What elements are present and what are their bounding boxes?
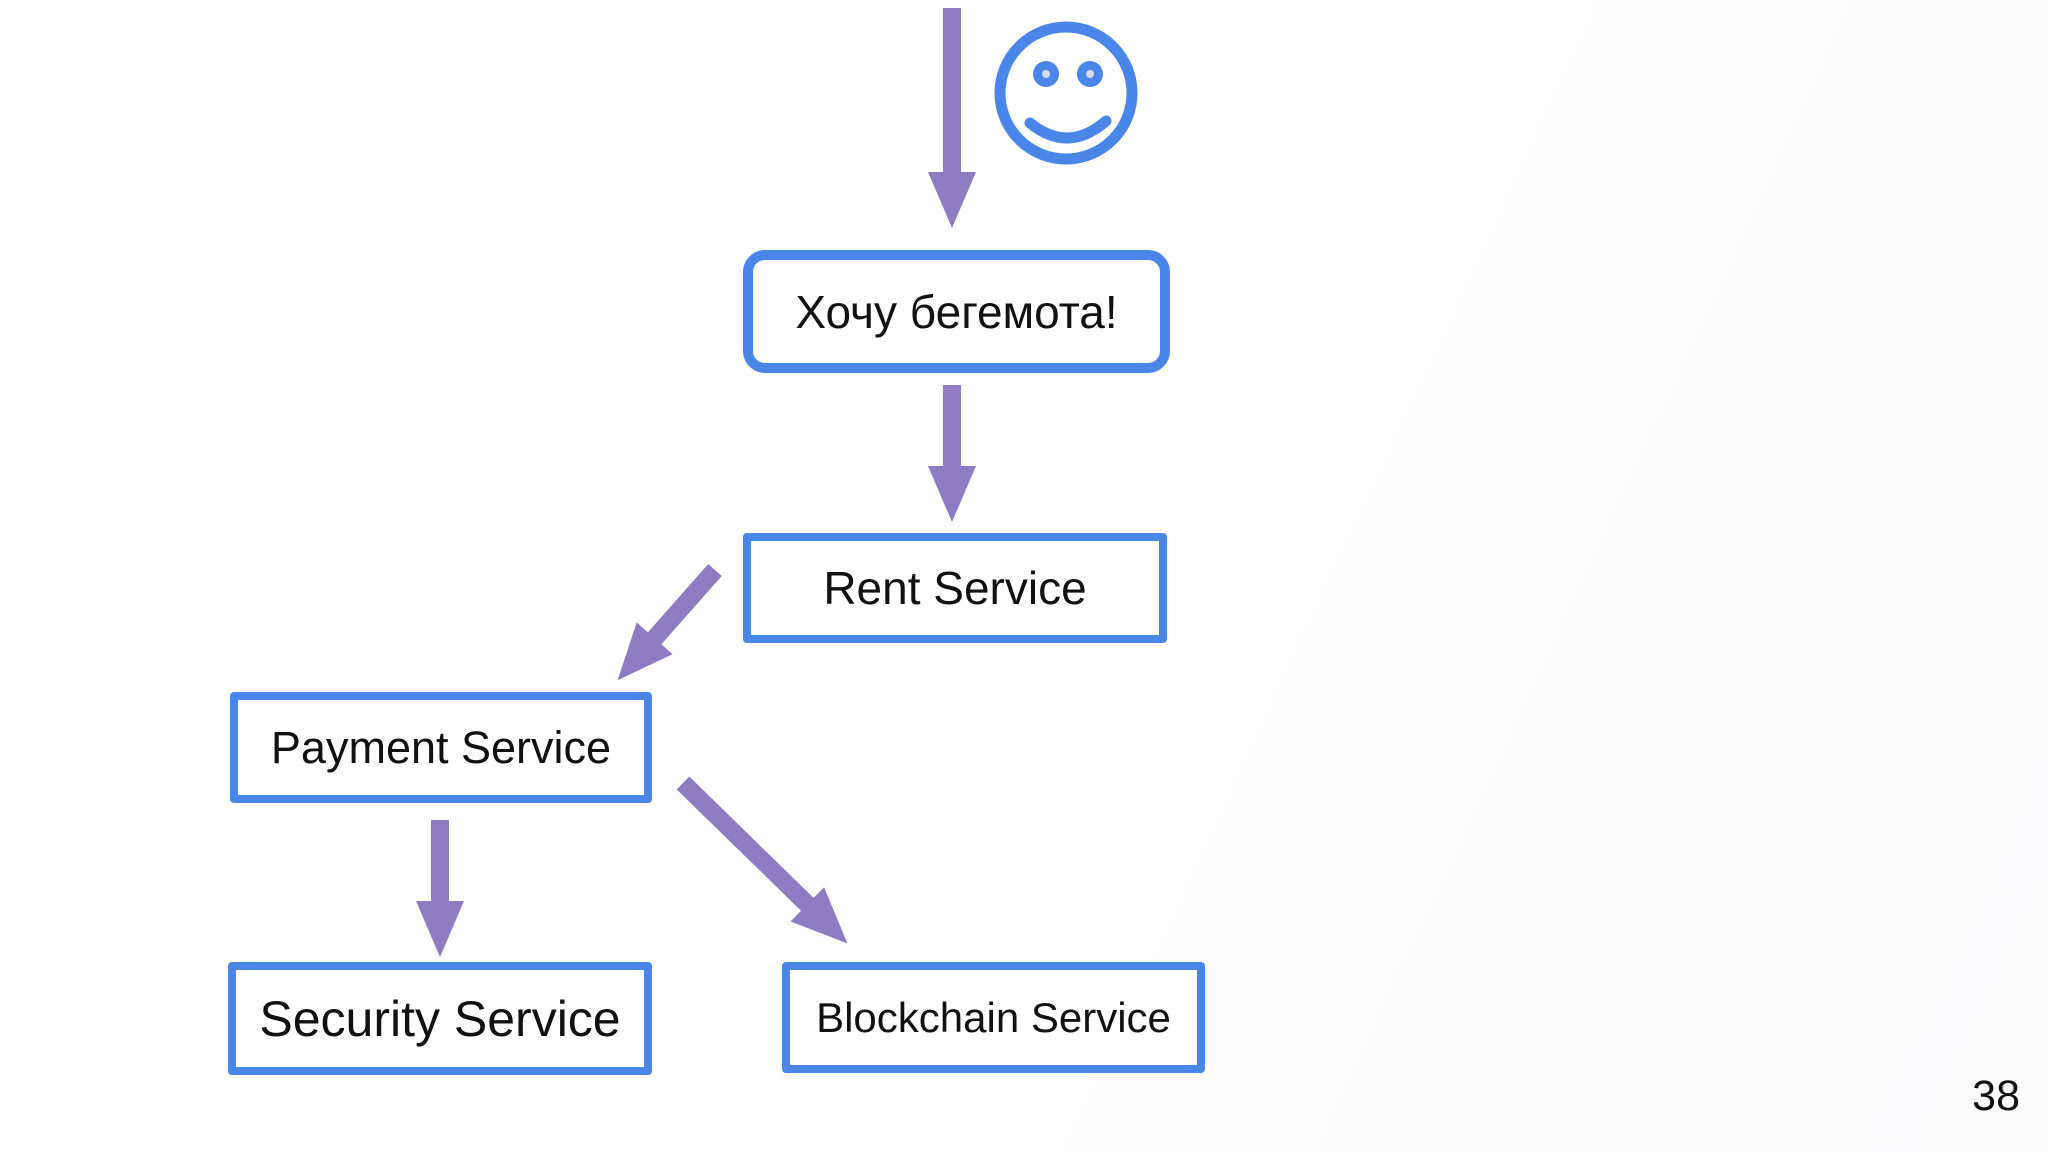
arrow-rent-to-payment [617, 564, 722, 681]
smiley-face-icon [994, 21, 1138, 165]
node-payment-service-label: Payment Service [270, 721, 612, 773]
node-blockchain-service: Blockchain Service [782, 962, 1205, 1073]
node-rent-service: Rent Service [743, 533, 1167, 643]
arrow-payment-to-blockchain [676, 776, 848, 944]
node-security-service: Security Service [228, 962, 652, 1075]
node-user-request: Хочу бегемота! [743, 250, 1170, 373]
node-payment-service: Payment Service [230, 692, 652, 803]
node-rent-service-label: Rent Service [823, 562, 1087, 614]
node-security-service-label: Security Service [259, 990, 621, 1047]
node-user-request-label: Хочу бегемота! [795, 285, 1118, 338]
node-blockchain-service-label: Blockchain Service [816, 993, 1171, 1041]
page-number: 38 [1972, 1072, 2020, 1120]
